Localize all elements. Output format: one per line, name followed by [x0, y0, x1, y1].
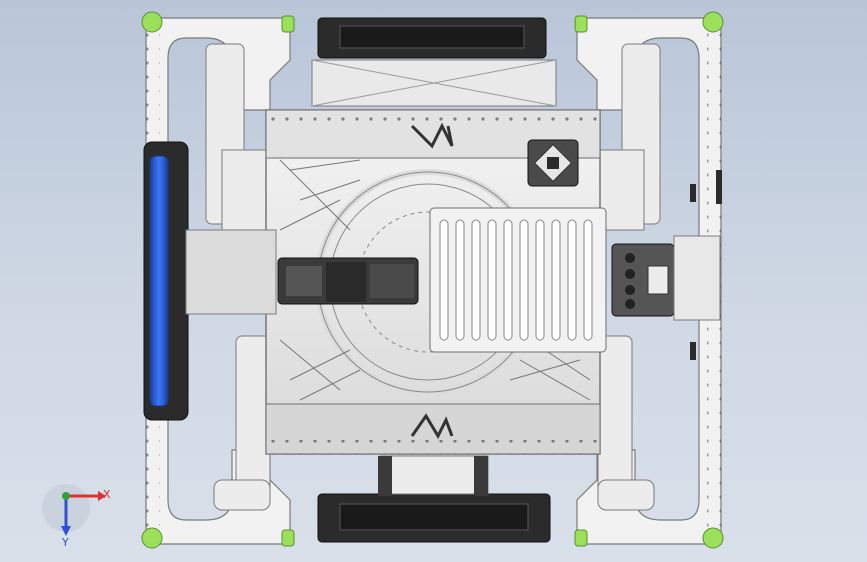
- lattice-bracing: [279, 159, 591, 401]
- x-axis-arrowhead: [98, 491, 106, 501]
- top-module: [311, 17, 557, 107]
- coordinate-triad: X Y: [42, 484, 111, 549]
- bottom-module: [317, 455, 551, 543]
- wheel-bottom-left: [141, 527, 163, 549]
- camera-box: [527, 139, 579, 187]
- wheel-top-right: [702, 11, 724, 33]
- blue-bumper: [143, 141, 277, 421]
- wheel-top-left: [141, 11, 163, 33]
- right-side-tabs: [690, 170, 722, 360]
- logo-bottom: [410, 413, 454, 440]
- x-axis-label: X: [103, 488, 111, 501]
- z-axis-arrowhead: [61, 526, 71, 536]
- control-panel: [611, 235, 721, 321]
- gripper-module: [277, 257, 419, 305]
- cooling-grill: [429, 207, 607, 353]
- side-arms: [205, 43, 661, 511]
- y-axis-label: Y: [61, 536, 69, 549]
- logo-top: [410, 122, 454, 149]
- omni-wheels: [141, 11, 724, 549]
- wheel-bottom-right: [702, 527, 724, 549]
